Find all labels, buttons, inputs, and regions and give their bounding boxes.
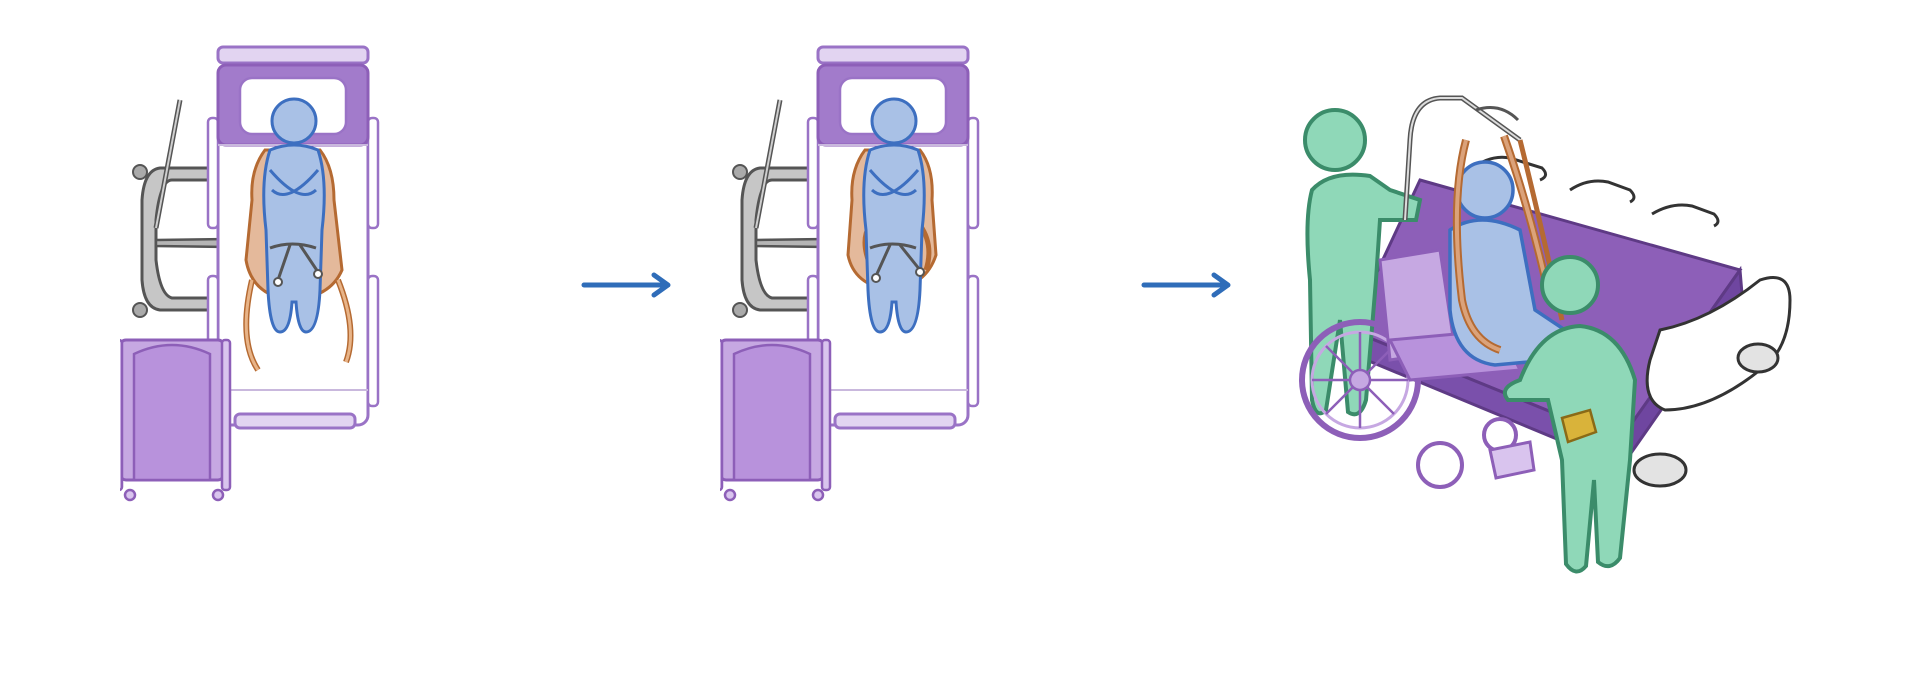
patient-lift bbox=[1402, 95, 1522, 221]
arrow-right-icon bbox=[1141, 272, 1231, 298]
arrow-right-icon bbox=[581, 272, 671, 298]
patient bbox=[862, 97, 926, 334]
caregiver bbox=[1303, 108, 1423, 417]
patient-shoe bbox=[1560, 408, 1598, 444]
wheelchair bbox=[120, 338, 232, 502]
wheelchair bbox=[720, 338, 832, 502]
caregiver bbox=[1503, 255, 1638, 574]
step-1-panel bbox=[120, 45, 380, 502]
step-2-panel bbox=[720, 45, 980, 502]
spreader-bar bbox=[269, 242, 323, 287]
step-3-panel bbox=[1299, 95, 1792, 574]
spreader-bar bbox=[869, 242, 925, 283]
